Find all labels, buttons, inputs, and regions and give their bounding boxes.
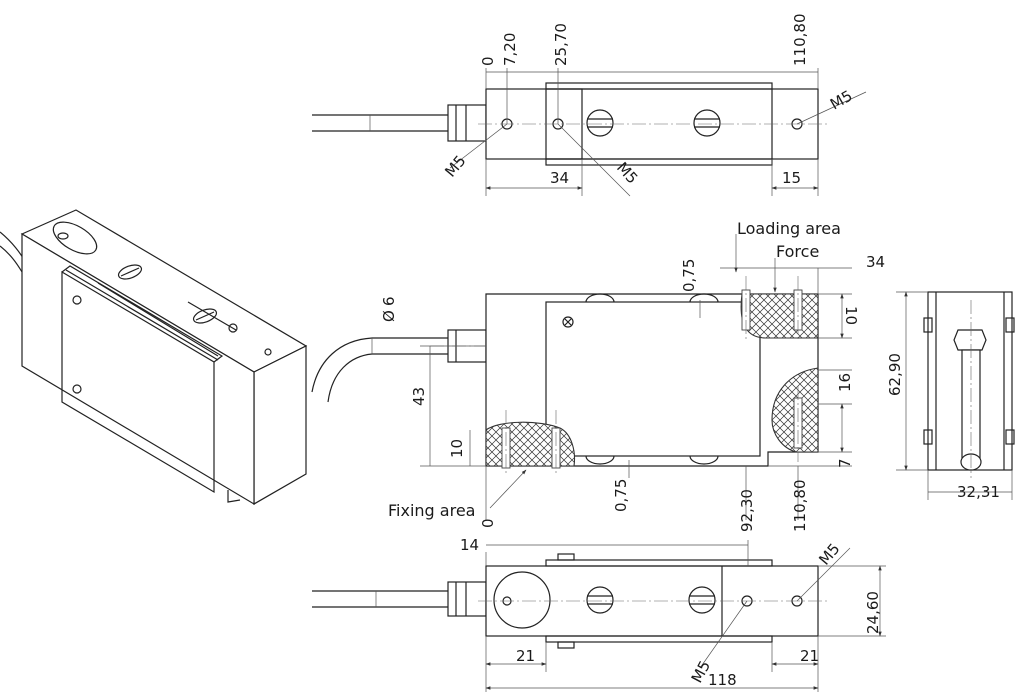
bottom-dim-21-left: 21 — [516, 647, 535, 665]
front-dim-10-left: 10 — [448, 439, 466, 458]
loading-area-label: Loading area — [737, 219, 841, 238]
top-dim-110-80: 110,80 — [791, 14, 809, 67]
bottom-dim-24-60: 24,60 — [864, 591, 882, 634]
front-dim-16: 16 — [836, 373, 854, 392]
bottom-view: 14 21 21 118 24,60 M5 M5 — [312, 536, 886, 692]
side-view: 62,90 32,31 — [886, 291, 1015, 501]
bottom-dim-118: 118 — [708, 671, 737, 689]
top-dim-0: 0 — [479, 56, 497, 66]
top-dim-25-70: 25,70 — [552, 23, 570, 66]
fixing-area-label: Fixing area — [388, 501, 475, 520]
side-dim-62-90: 62,90 — [886, 353, 904, 396]
bottom-thread-right: M5 — [815, 540, 843, 569]
front-dim-10-right: 10 — [842, 306, 860, 325]
top-view: 0 7,20 25,70 110,80 34 15 M5 M5 M5 — [312, 14, 867, 197]
front-dim-7: 7 — [836, 458, 854, 468]
isometric-view — [0, 209, 308, 506]
top-dim-34: 34 — [550, 169, 569, 187]
front-dim-cable-6: 6 — [380, 296, 398, 306]
side-dim-32-31: 32,31 — [957, 483, 1000, 501]
top-dim-7-20: 7,20 — [501, 33, 519, 66]
top-dim-15: 15 — [782, 169, 801, 187]
front-dim-92-30: 92,30 — [738, 489, 756, 532]
front-dim-34: 34 — [866, 253, 885, 271]
top-thread-right: M5 — [827, 87, 855, 114]
front-view: Loading area Force Fixing area 0,75 34 1… — [311, 219, 885, 533]
force-label: Force — [776, 242, 819, 261]
front-dim-0-75-bottom: 0,75 — [612, 479, 630, 512]
front-dim-43: 43 — [410, 387, 428, 406]
front-dim-110-80: 110,80 — [791, 480, 809, 533]
front-dim-0: 0 — [479, 518, 497, 528]
bottom-dim-14: 14 — [460, 536, 479, 554]
front-diameter-symbol: Ø — [380, 310, 398, 322]
bottom-dim-21-right: 21 — [800, 647, 819, 665]
front-dim-0-75-top: 0,75 — [680, 259, 698, 292]
